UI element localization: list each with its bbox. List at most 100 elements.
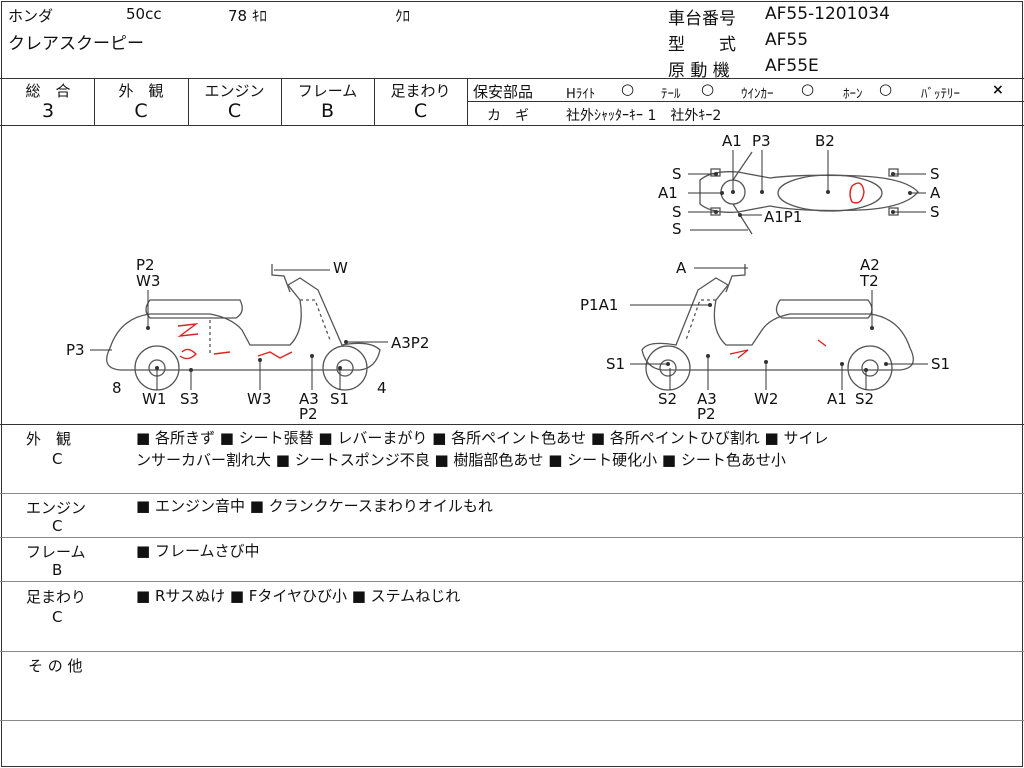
- safety-tail-mark: ○: [701, 80, 715, 98]
- safety-tail: ﾃｰﾙ: [661, 87, 681, 102]
- grade-frame: B: [320, 100, 335, 122]
- top-view-labels: A1 P3 B2 S A1 S S S A S A1P1: [658, 132, 941, 238]
- section-exterior-label: 外 観: [26, 430, 72, 448]
- left-label-a3p2: A3P2: [391, 334, 429, 352]
- right-label-s2-right: S2: [855, 390, 874, 408]
- grade-engine: C: [227, 100, 242, 122]
- grade-row-bottom-line: [0, 125, 1024, 126]
- grade-divider-2: [188, 78, 189, 125]
- damage-diagram: A1 P3 B2 S A1 S S S A S A1P1 P2 W3 W P3 …: [66, 132, 950, 423]
- leader-lines: [90, 150, 928, 390]
- section-exterior-line-2: ンサーカバー割れ大 ■ シートスポンジ不良 ■ 樹脂部色あせ ■ シート硬化小 …: [136, 451, 786, 469]
- section-exterior-grade: C: [52, 450, 63, 468]
- safety-horn: ﾎｰﾝ: [843, 87, 863, 102]
- safety-battery-mark: ×: [992, 82, 1004, 98]
- engine-model-label: 原 動 機: [668, 61, 730, 81]
- displacement: 50cc: [126, 5, 162, 23]
- right-label-a2: A2: [860, 256, 880, 274]
- top-label-s-right-1: S: [930, 165, 940, 183]
- section-divider-3: [0, 581, 1024, 582]
- key-label: カ ギ: [487, 108, 529, 124]
- type-label: 型 式: [668, 35, 736, 55]
- left-label-w3-bottom: W3: [247, 390, 271, 408]
- safety-horn-mark: ○: [879, 80, 893, 98]
- section-frame-line-1: ■ フレームさび中: [136, 542, 260, 560]
- key-value: 社外ｼｬｯﾀｰｷｰ 1 社外ｷｰ2: [566, 108, 722, 124]
- left-label-w: W: [333, 259, 348, 277]
- right-label-s2-left: S2: [658, 390, 677, 408]
- top-label-s-right-2: S: [930, 203, 940, 221]
- type-value: AF55: [765, 30, 809, 50]
- grade-exterior: C: [134, 100, 148, 122]
- section-engine-label: エンジン: [26, 499, 87, 517]
- right-label-s1-left: S1: [606, 355, 625, 373]
- grade-total: 3: [41, 100, 55, 122]
- left-label-w3-top: W3: [136, 272, 160, 290]
- diagram-bottom-line: [0, 424, 1024, 425]
- section-divider-1: [0, 493, 1024, 494]
- section-divider-2: [0, 537, 1024, 538]
- top-label-s-left-3: S: [672, 220, 682, 238]
- left-label-s1: S1: [330, 390, 349, 408]
- top-label-s-left-2: S: [672, 203, 682, 221]
- top-label-s-left-1: S: [672, 165, 682, 183]
- left-view-labels: P2 W3 W P3 A3P2 8 W1 S3 W3 A3 P2 S1 4: [66, 256, 429, 423]
- right-label-a3: A3: [697, 390, 717, 408]
- safety-battery: ﾊﾞｯﾃﾘｰ: [921, 87, 960, 102]
- section-suspension-label: 足まわり: [26, 588, 87, 606]
- mileage: 78 ｷﾛ: [228, 7, 267, 25]
- grade-frame-label: フレーム: [297, 82, 358, 100]
- top-label-p3: P3: [752, 132, 771, 150]
- grade-suspension-label: 足まわり: [390, 82, 451, 100]
- left-label-w1: W1: [142, 390, 166, 408]
- grade-divider-3: [281, 78, 282, 125]
- top-label-a-right: A: [930, 184, 941, 202]
- right-label-a1: A1: [827, 390, 847, 408]
- left-label-p3: P3: [66, 341, 85, 359]
- color: ｸﾛ: [395, 7, 411, 25]
- grade-exterior-label: 外 観: [118, 82, 164, 100]
- section-frame-label: フレーム: [26, 543, 86, 561]
- right-label-t2: T2: [859, 272, 879, 290]
- left-label-p2: P2: [136, 256, 155, 274]
- left-label-p2-bottom: P2: [299, 405, 318, 423]
- safety-winker: ｳｲﾝｶｰ: [741, 87, 774, 102]
- frame-no: AF55-1201034: [765, 4, 890, 24]
- top-label-b2: B2: [815, 132, 835, 150]
- model-name: クレアスクーピー: [8, 34, 144, 54]
- section-exterior-line-1: ■ 各所きず ■ シート張替 ■ レバーまがり ■ 各所ペイント色あせ ■ 各所…: [136, 429, 829, 447]
- right-label-p2: P2: [697, 405, 716, 423]
- right-label-a: A: [676, 259, 687, 277]
- top-label-a1-left: A1: [658, 184, 678, 202]
- section-divider-4: [0, 651, 1024, 652]
- grade-total-label: 総 合: [25, 82, 71, 100]
- section-other-label: そ の 他: [28, 657, 83, 675]
- right-label-s1-right: S1: [931, 355, 950, 373]
- left-label-8: 8: [112, 379, 122, 397]
- maker: ホンダ: [8, 7, 54, 25]
- safety-row-divider: [467, 101, 1024, 102]
- left-side-scooter: [106, 264, 381, 391]
- grade-divider-1: [94, 78, 95, 125]
- frame-no-label: 車台番号: [668, 9, 736, 29]
- top-label-a1: A1: [722, 132, 742, 150]
- grade-divider-4: [374, 78, 375, 125]
- safety-label: 保安部品: [473, 83, 534, 101]
- safety-headlight-mark: ○: [621, 80, 635, 98]
- handwritten-damage-marks: [177, 182, 865, 360]
- grade-row-top-line: [0, 78, 1024, 79]
- point-dots: [146, 172, 912, 372]
- safety-headlight: Hﾗｲﾄ: [566, 87, 596, 102]
- section-suspension-line-1: ■ Rサスぬけ ■ Fタイヤひび小 ■ ステムねじれ: [136, 587, 461, 605]
- right-label-w2: W2: [754, 390, 778, 408]
- engine-model-value: AF55E: [765, 56, 819, 76]
- grade-engine-label: エンジン: [204, 82, 265, 100]
- safety-winker-mark: ○: [801, 80, 815, 98]
- right-label-p1a1: P1A1: [580, 296, 618, 314]
- right-view-labels: A A2 T2 P1A1 S1 S1 S2 A3 P2 W2 A1 S2: [580, 256, 950, 423]
- section-divider-5: [0, 720, 1024, 721]
- section-frame-grade: B: [52, 561, 63, 579]
- section-suspension-grade: C: [52, 608, 63, 626]
